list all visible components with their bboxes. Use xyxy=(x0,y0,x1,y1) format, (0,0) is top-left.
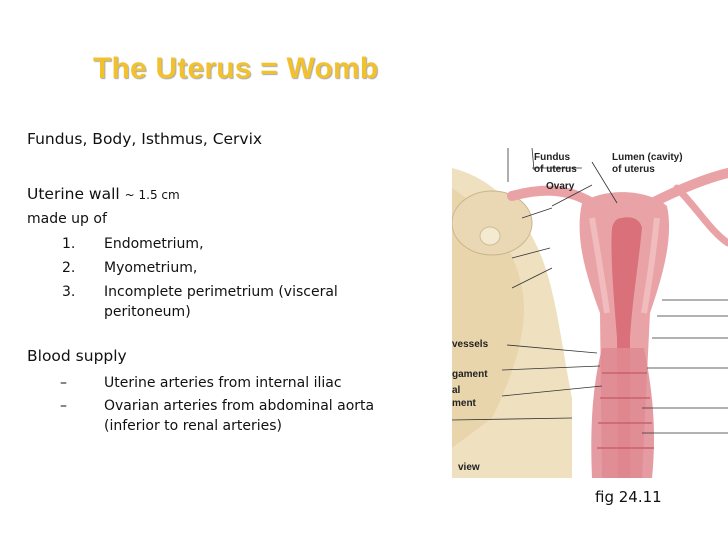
uterine-wall-heading: Uterine wall ~ 1.5 cm xyxy=(27,185,180,203)
leader-lines xyxy=(452,148,728,434)
label-lumen-2: of uterus xyxy=(612,164,655,175)
label-fundus-1: Fundus xyxy=(534,152,571,163)
label-vessels: vessels xyxy=(452,339,489,350)
label-ligament: gament xyxy=(452,369,488,380)
myometrium-shading-right xyxy=(641,217,660,314)
uterine-tube-left xyxy=(507,185,597,208)
ligament-right xyxy=(673,184,728,247)
uterine-wall-thickness: ~ 1.5 cm xyxy=(124,188,180,202)
layer-number-3: 3. xyxy=(62,284,76,300)
label-view: view xyxy=(458,462,480,473)
blood-supply-heading: Blood supply xyxy=(27,347,127,365)
layer-endometrium: Endometrium, xyxy=(104,236,204,252)
layer-perimetrium: Incomplete perimetrium (visceral xyxy=(104,284,338,300)
myometrium-shading xyxy=(589,217,610,314)
ovary-follicle xyxy=(479,226,501,246)
uterine-tube-right xyxy=(647,168,728,208)
label-al: al xyxy=(452,385,461,396)
uterus-parts-line: Fundus, Body, Isthmus, Cervix xyxy=(27,130,263,148)
layer-perimetrium-cont: peritoneum) xyxy=(104,304,191,320)
uterine-wall-label: Uterine wall xyxy=(27,185,120,203)
label-ovary: Ovary xyxy=(546,181,575,192)
ovary-shape xyxy=(452,190,533,256)
blood-bullet-2: – xyxy=(60,398,67,414)
layer-number-2: 2. xyxy=(62,260,76,276)
label-ment: ment xyxy=(452,398,477,409)
blood-ovarian-arteries-cont: (inferior to renal arteries) xyxy=(104,418,282,434)
vaginal-rugae xyxy=(597,372,654,449)
made-up-of-label: made up of xyxy=(27,211,107,227)
blood-ovarian-arteries: Ovarian arteries from abdominal aorta xyxy=(104,398,375,414)
slide-title: The Uterus = Womb xyxy=(93,52,379,85)
figure-caption: fig 24.11 xyxy=(595,488,662,506)
uterus-illustration: Fundus of uterus Lumen (cavity) of uteru… xyxy=(452,148,728,478)
blood-uterine-arteries: Uterine arteries from internal iliac xyxy=(104,375,342,391)
blood-bullet-1: – xyxy=(60,375,67,391)
layer-number-1: 1. xyxy=(62,236,76,252)
label-lumen-1: Lumen (cavity) xyxy=(612,152,683,163)
layer-myometrium: Myometrium, xyxy=(104,260,198,276)
cervix-vagina xyxy=(591,348,655,478)
uterus-anatomy-figure: Fundus of uterus Lumen (cavity) of uteru… xyxy=(452,148,728,478)
label-fundus-2: of uterus xyxy=(534,164,577,175)
